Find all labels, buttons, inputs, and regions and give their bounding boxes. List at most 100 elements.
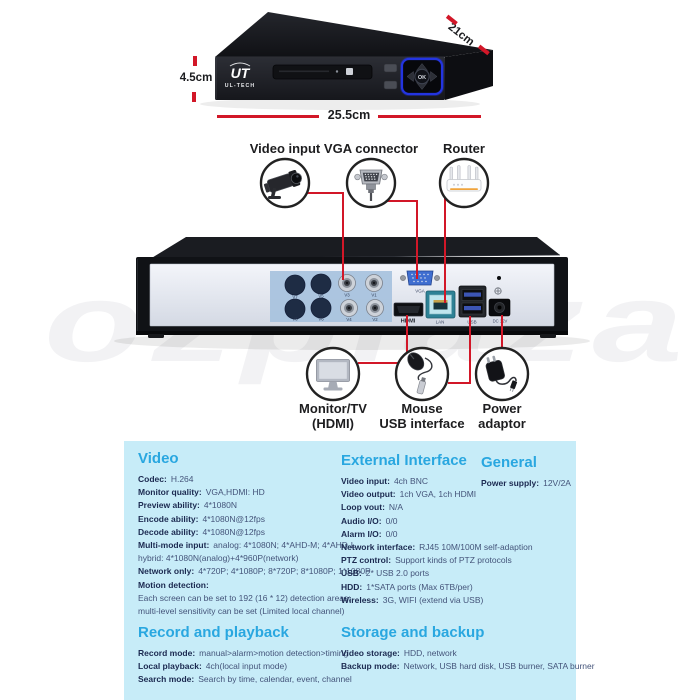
router-icon bbox=[446, 165, 482, 192]
spec-section-external-interface: External Interface Video input:4ch BNC V… bbox=[341, 452, 573, 607]
spec-row: hybrid: 4*1080N(analog)+4*960P(network) bbox=[138, 553, 299, 564]
callout-label-mouse: Mouse USB interface bbox=[372, 401, 472, 431]
spec-panel: Video Codec:H.264 Monitor quality:VGA,HD… bbox=[124, 441, 595, 700]
cctv-camera-icon bbox=[263, 169, 303, 199]
spec-row: Power supply:12V/2A bbox=[481, 478, 571, 488]
spec-row: PTZ control:Support kinds of PTZ protoco… bbox=[341, 555, 512, 566]
svg-text:V8: V8 bbox=[292, 317, 298, 322]
spec-row: USB:2* USB 2.0 ports bbox=[341, 568, 430, 579]
line-video-input bbox=[307, 192, 344, 280]
width-dimension: 25.5cm bbox=[327, 108, 371, 122]
section-title: General bbox=[481, 454, 537, 471]
mouse-icon bbox=[407, 352, 433, 395]
spec-section-general: General Power supply:12V/2A bbox=[481, 454, 573, 490]
usb-ports[interactable]: USB bbox=[458, 285, 487, 325]
bnc-connectors[interactable] bbox=[338, 274, 384, 317]
spec-row: Motion detection: bbox=[138, 579, 209, 590]
spec-row: Alarm I/O:0/0 bbox=[341, 528, 398, 539]
spec-row: Decode ability:4*1080N@12fps bbox=[138, 526, 265, 537]
svg-text:HDMI: HDMI bbox=[401, 319, 416, 325]
svg-text:V7: V7 bbox=[292, 295, 298, 300]
spec-row: Local playback:4ch(local input mode) bbox=[138, 661, 288, 672]
spec-row: HDD:1*SATA ports (Max 6TB/per) bbox=[341, 581, 473, 592]
callout-label-monitor: Monitor/TV (HDMI) bbox=[283, 401, 383, 431]
svg-text:V6: V6 bbox=[318, 317, 324, 322]
svg-text:V1: V1 bbox=[371, 293, 377, 298]
spec-row: multi-level sensitivity can be set (Limi… bbox=[138, 606, 345, 617]
front-button-menu[interactable] bbox=[383, 63, 398, 73]
dpad-left-arrow-icon[interactable] bbox=[406, 70, 414, 83]
svg-text:DC 12V: DC 12V bbox=[493, 319, 508, 324]
spec-row: Video storage:HDD, network bbox=[341, 648, 457, 658]
brand-logo: UT UL-TECH bbox=[225, 62, 255, 89]
svg-text:LAN: LAN bbox=[436, 320, 445, 325]
svg-text:V4: V4 bbox=[346, 317, 352, 322]
dpad-ok-button[interactable] bbox=[414, 68, 430, 85]
dvr-rear-view: V7 V5 V3 V1 V8 V6 V4 V2 VGA bbox=[114, 237, 590, 350]
spec-row: Network interface:RJ45 10M/100M self-ada… bbox=[341, 542, 533, 553]
spec-section-storage-backup: Storage and backup Video storage:HDD, ne… bbox=[341, 624, 595, 673]
section-title: Video bbox=[138, 450, 179, 467]
power-adapter-icon bbox=[485, 355, 518, 392]
front-button-esc[interactable] bbox=[383, 80, 398, 90]
spec-row: Loop vout:N/A bbox=[341, 502, 404, 513]
svg-text:V3: V3 bbox=[344, 293, 350, 298]
callout-label-power: Power adaptor bbox=[452, 401, 552, 431]
width-dim-line-right bbox=[378, 115, 481, 118]
section-title: Record and playback bbox=[138, 624, 289, 641]
front-dpad[interactable]: OK bbox=[400, 57, 444, 96]
spec-row: Video input:4ch BNC bbox=[341, 476, 428, 486]
height-dimension: 4.5cm bbox=[179, 72, 213, 84]
front-disc-slot[interactable] bbox=[272, 64, 373, 80]
spec-row: Backup mode:Network, USB hard disk, USB … bbox=[341, 661, 595, 672]
reset-hole bbox=[497, 276, 501, 280]
spec-row: Preview ability:4*1080N bbox=[138, 500, 237, 511]
dvr-front-view: UT UL-TECH OK bbox=[200, 12, 493, 110]
height-dim-dash-top bbox=[193, 56, 197, 66]
svg-text:UL-TECH: UL-TECH bbox=[225, 83, 255, 89]
dpad-right-arrow-icon[interactable] bbox=[430, 70, 438, 83]
svg-text:V5: V5 bbox=[318, 294, 324, 299]
mouse-label-line2: USB interface bbox=[379, 415, 465, 431]
bnc-labels: V7 V5 V3 V1 V8 V6 V4 V2 bbox=[292, 293, 378, 323]
line-vga bbox=[387, 200, 418, 279]
ground-symbol-icon bbox=[494, 287, 502, 295]
line-usb-mouse bbox=[448, 316, 471, 384]
power-label-line1: Power bbox=[482, 401, 522, 416]
spec-row: Encode ability:4*1080N@12fps bbox=[138, 513, 265, 524]
svg-text:UT: UT bbox=[231, 65, 251, 81]
svg-text:V2: V2 bbox=[372, 317, 378, 322]
spec-row: Audio I/O:0/0 bbox=[341, 515, 398, 526]
section-title: External Interface bbox=[341, 452, 467, 469]
monitor-label-line1: Monitor/TV bbox=[299, 401, 367, 416]
section-title: Storage and backup bbox=[341, 624, 485, 641]
callout-label-video-input: Video input bbox=[249, 141, 321, 156]
spec-row: Each screen can be set to 192 (16 * 12) … bbox=[138, 592, 351, 603]
svg-text:VGA: VGA bbox=[415, 289, 425, 294]
spec-row: Search mode:Search by time, calendar, ev… bbox=[138, 674, 352, 685]
hdmi-port[interactable]: HDMI bbox=[393, 302, 424, 325]
spec-section-record-playback: Record and playback Record mode:manual>a… bbox=[138, 624, 352, 687]
svg-text:OK: OK bbox=[418, 75, 426, 81]
spec-row: Video output:1ch VGA, 1ch HDMI bbox=[341, 489, 477, 500]
callout-label-vga-connector: VGA connector bbox=[323, 141, 419, 156]
spec-row: Codec:H.264 bbox=[138, 474, 194, 484]
spec-row: Multi-mode input:analog: 4*1080N; 4*AHD-… bbox=[138, 540, 356, 551]
height-dim-dash-bottom bbox=[192, 92, 196, 102]
callout-circles bbox=[259, 157, 530, 402]
dc-power-jack[interactable]: DC 12V bbox=[488, 298, 511, 324]
monitor-icon bbox=[316, 359, 350, 391]
channel-holes bbox=[284, 273, 332, 320]
power-label-line2: adaptor bbox=[478, 415, 526, 431]
mouse-label-line1: Mouse bbox=[401, 401, 443, 416]
monitor-label-line2: (HDMI) bbox=[312, 415, 354, 431]
spec-row: Monitor quality:VGA,HDMI: HD bbox=[138, 487, 265, 498]
spec-row: Wireless:3G, WIFI (extend via USB) bbox=[341, 594, 484, 605]
spec-row: Network only:4*720P; 4*1080P; 8*720P; 8*… bbox=[138, 566, 371, 577]
callout-label-router: Router bbox=[443, 141, 485, 156]
vga-connector-icon bbox=[354, 169, 388, 201]
svg-text:USB: USB bbox=[467, 320, 476, 325]
width-dim-line-left bbox=[217, 115, 319, 118]
